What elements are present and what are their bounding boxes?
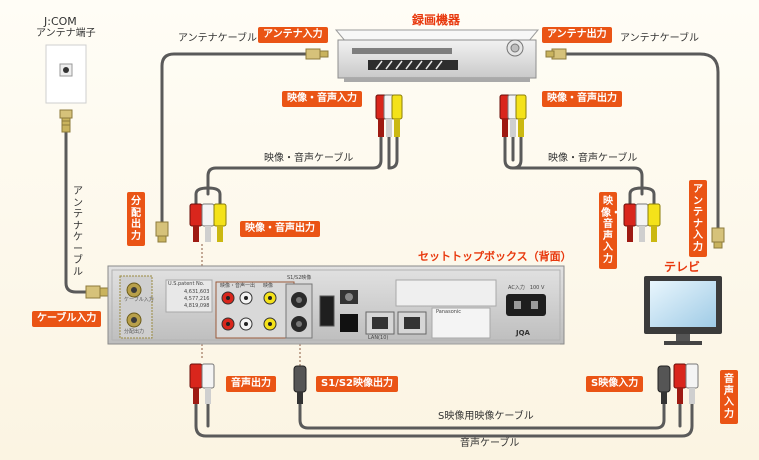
badge-cable-in: ケーブル入力 [32,311,102,327]
antenna-cable-tv [564,52,720,230]
stb-patent-num: 4,819,098 [184,303,210,309]
wall-outlet [45,44,87,133]
audio-cable [194,402,694,438]
badge-antenna-out: アンテナ出力 [542,27,612,43]
stb-s-header: S1/S2映像 [287,275,312,281]
s-video-plug-tv [657,365,671,404]
badge-audio-out: 音声出力 [226,376,276,392]
badge-s-video-out: S1/S2映像出力 [316,376,398,392]
stb-ac-label: AC入力 100 V [508,285,545,291]
stb-video-header: 映像 [263,283,274,289]
av-cable-left-label: 映像・音声ケーブル [264,153,354,164]
av-cable-right-label: 映像・音声ケーブル [548,153,638,164]
recorder-device [334,29,540,82]
s-video-cable-label: S映像用映像ケーブル [438,411,534,422]
split-out-plug [155,221,169,243]
rca-plugs-tv-in [623,203,661,242]
s-video-plug-stb [293,365,307,404]
stb-patent-num: 4,577,216 [184,296,210,302]
badge-tv-antenna-in: アンテナ入力 [689,180,707,257]
stb-cable-in-plug [85,285,109,299]
cables [64,52,720,438]
av-cable-right [503,135,644,196]
stb-back-panel [107,265,565,345]
rca-plugs-recorder-in [375,94,403,137]
stb-cable-in-port-label: ケーブル入力 [124,297,154,303]
tv-device [644,276,722,345]
jcom-label: J:COM [44,15,77,28]
antenna-cable-split [160,52,308,224]
recorder-antenna-plugs [305,48,567,60]
av-cable-left [206,135,383,196]
badge-av-in: 映像・音声入力 [282,91,362,107]
stb-audio-out-plugs [189,363,215,404]
antenna-cable-vertical-label: アンテナケーブル [73,186,83,278]
tv-antenna-plug [711,227,725,249]
s-video-cable [298,402,666,430]
rca-plugs-recorder-out [499,94,527,137]
antenna-cable-wall [64,130,88,294]
badge-av-out-stb: 映像・音声出力 [240,221,320,237]
rca-plugs-stb-out [189,203,227,242]
tv-title: テレビ [664,260,701,274]
stb-lan-label: LAN(10) [368,335,389,341]
recorder-title: 録画機器 [412,13,461,27]
badge-s-video-in: S映像入力 [586,376,644,392]
badge-audio-in: 音声入力 [720,370,738,424]
badge-av-out-recorder: 映像・音声出力 [542,91,622,107]
stb-av-header: 映像・音声一出 [220,283,256,289]
antenna-terminal-label: アンテナ端子 [36,28,96,39]
stb-title: セットトップボックス（背面） [418,250,572,263]
stb-patent-num: 4,631,603 [184,289,210,295]
badge-tv-av-in: 映像・音声入力 [599,192,621,269]
antenna-cable-left-label: アンテナケーブル [178,33,257,44]
stb-split-out-port-label: 分配出力 [124,329,145,335]
badge-split-out: 分配出力 [127,192,145,246]
audio-cable-label: 音声ケーブル [460,438,520,449]
tv-audio-in-plugs [673,363,699,404]
stb-maker-label: Panasonic [436,309,462,315]
stb-jqa-label: JQA [516,329,530,337]
antenna-cable-right-label: アンテナケーブル [620,33,699,44]
badge-antenna-in: アンテナ入力 [258,27,328,43]
stb-patent-label: U.S.patent No. [168,281,205,287]
